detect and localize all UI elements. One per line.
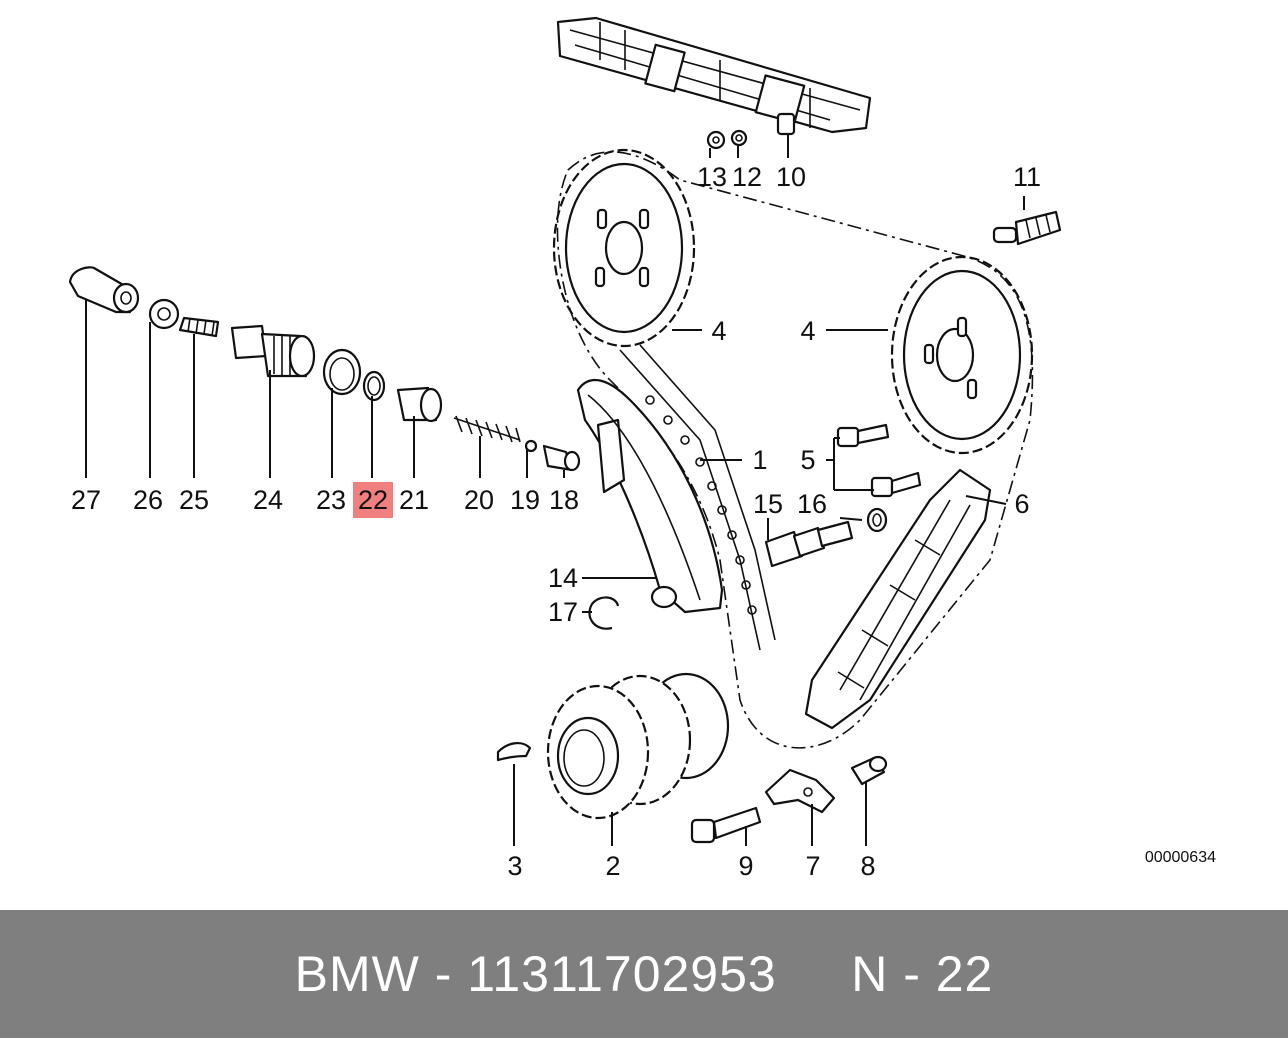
parts-diagram: 27 26 25 24 23 22 21 20 19 18 13 12 10 1…: [68, 16, 1216, 881]
callout-1: 1: [752, 445, 767, 475]
camshaft-sprocket-right: [890, 255, 1034, 455]
callout-6: 6: [1014, 489, 1029, 519]
spring-20: [453, 415, 521, 443]
seal-ring-26: [148, 298, 180, 330]
highlight-box: [353, 482, 393, 518]
callout-21: 21: [399, 485, 429, 515]
crankshaft-sprocket: [546, 672, 730, 820]
tensioner-body-24: [230, 324, 316, 378]
callout-20: 20: [464, 485, 494, 515]
callout-7: 7: [805, 851, 820, 881]
callout-4-left: 4: [711, 316, 726, 346]
callout-14: 14: [548, 563, 578, 593]
callout-26: 26: [133, 485, 163, 515]
callout-5: 5: [800, 445, 815, 475]
sealing-ring-23: [322, 348, 362, 396]
bolt-9: [690, 806, 762, 844]
callout-17: 17: [548, 597, 578, 627]
ring-16: [866, 507, 888, 533]
callout-9: 9: [738, 851, 753, 881]
callout-18: 18: [549, 485, 579, 515]
pin-15: [764, 520, 854, 568]
callout-2: 2: [605, 851, 620, 881]
callouts: 27 26 25 24 23 22 21 20 19 18 13 12 10 1…: [71, 162, 1041, 881]
circlip-17: [588, 596, 620, 630]
timing-chain: [556, 151, 1034, 749]
diagram-position: N - 22: [851, 946, 994, 1002]
callout-10: 10: [776, 162, 806, 192]
callout-16: 16: [797, 489, 827, 519]
callout-8: 8: [860, 851, 875, 881]
bracket-7: [764, 768, 836, 814]
callout-25: 25: [179, 485, 209, 515]
ball-19: [524, 439, 538, 453]
tensioner-rail: [576, 379, 724, 614]
callout-27: 27: [71, 485, 101, 515]
callout-15: 15: [753, 489, 783, 519]
callout-4-right: 4: [800, 316, 815, 346]
pin-18: [542, 444, 581, 472]
callout-23: 23: [316, 485, 346, 515]
part-number: 11311702953: [467, 946, 777, 1002]
stud-10: [776, 112, 796, 136]
callout-22: 22: [358, 485, 388, 515]
bolt-5-lower: [870, 471, 922, 498]
footer-bar: BMW - 11311702953 N - 22: [0, 910, 1288, 1038]
leader-lines: [85, 134, 1025, 846]
lower-guide-rail: [804, 468, 992, 730]
spring-25: [178, 316, 220, 338]
piston-21: [396, 386, 443, 423]
callout-13: 13: [697, 162, 727, 192]
camshaft-sprocket-left: [552, 148, 696, 348]
bolt-5-upper: [836, 423, 890, 448]
bolt-11: [992, 210, 1062, 246]
washer-12: [730, 129, 748, 147]
diagram-reference-code: 00000634: [1145, 849, 1216, 866]
woodruff-key-3: [496, 742, 532, 762]
callout-3: 3: [507, 851, 522, 881]
o-ring-22: [362, 370, 386, 402]
brand-name: BMW: [294, 946, 420, 1002]
callout-11: 11: [1013, 162, 1041, 192]
tensioner-cap-27: [68, 266, 140, 314]
callout-12: 12: [732, 162, 762, 192]
footer-caption: BMW - 11311702953 N - 22: [294, 946, 994, 1002]
upper-guide-rail: [556, 16, 872, 134]
callout-24: 24: [253, 485, 283, 515]
sleeve-8: [850, 755, 888, 786]
nut-13: [706, 130, 726, 150]
callout-19: 19: [510, 485, 540, 515]
